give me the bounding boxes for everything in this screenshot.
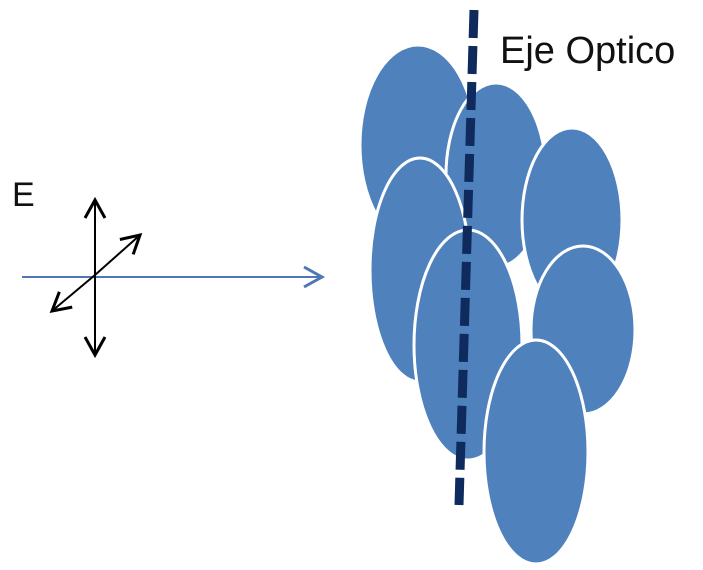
electric-field-vectors [49,196,143,359]
optic-axis-label: Eje Optico [500,30,675,72]
diagonal-field-arrow-down [49,274,96,313]
optic-axis-line [454,9,479,506]
molecule-ellipse-front-bottom [482,338,590,566]
field-label: E [12,176,35,214]
diagonal-field-arrow-up [94,232,143,276]
molecule-cluster [358,43,637,566]
